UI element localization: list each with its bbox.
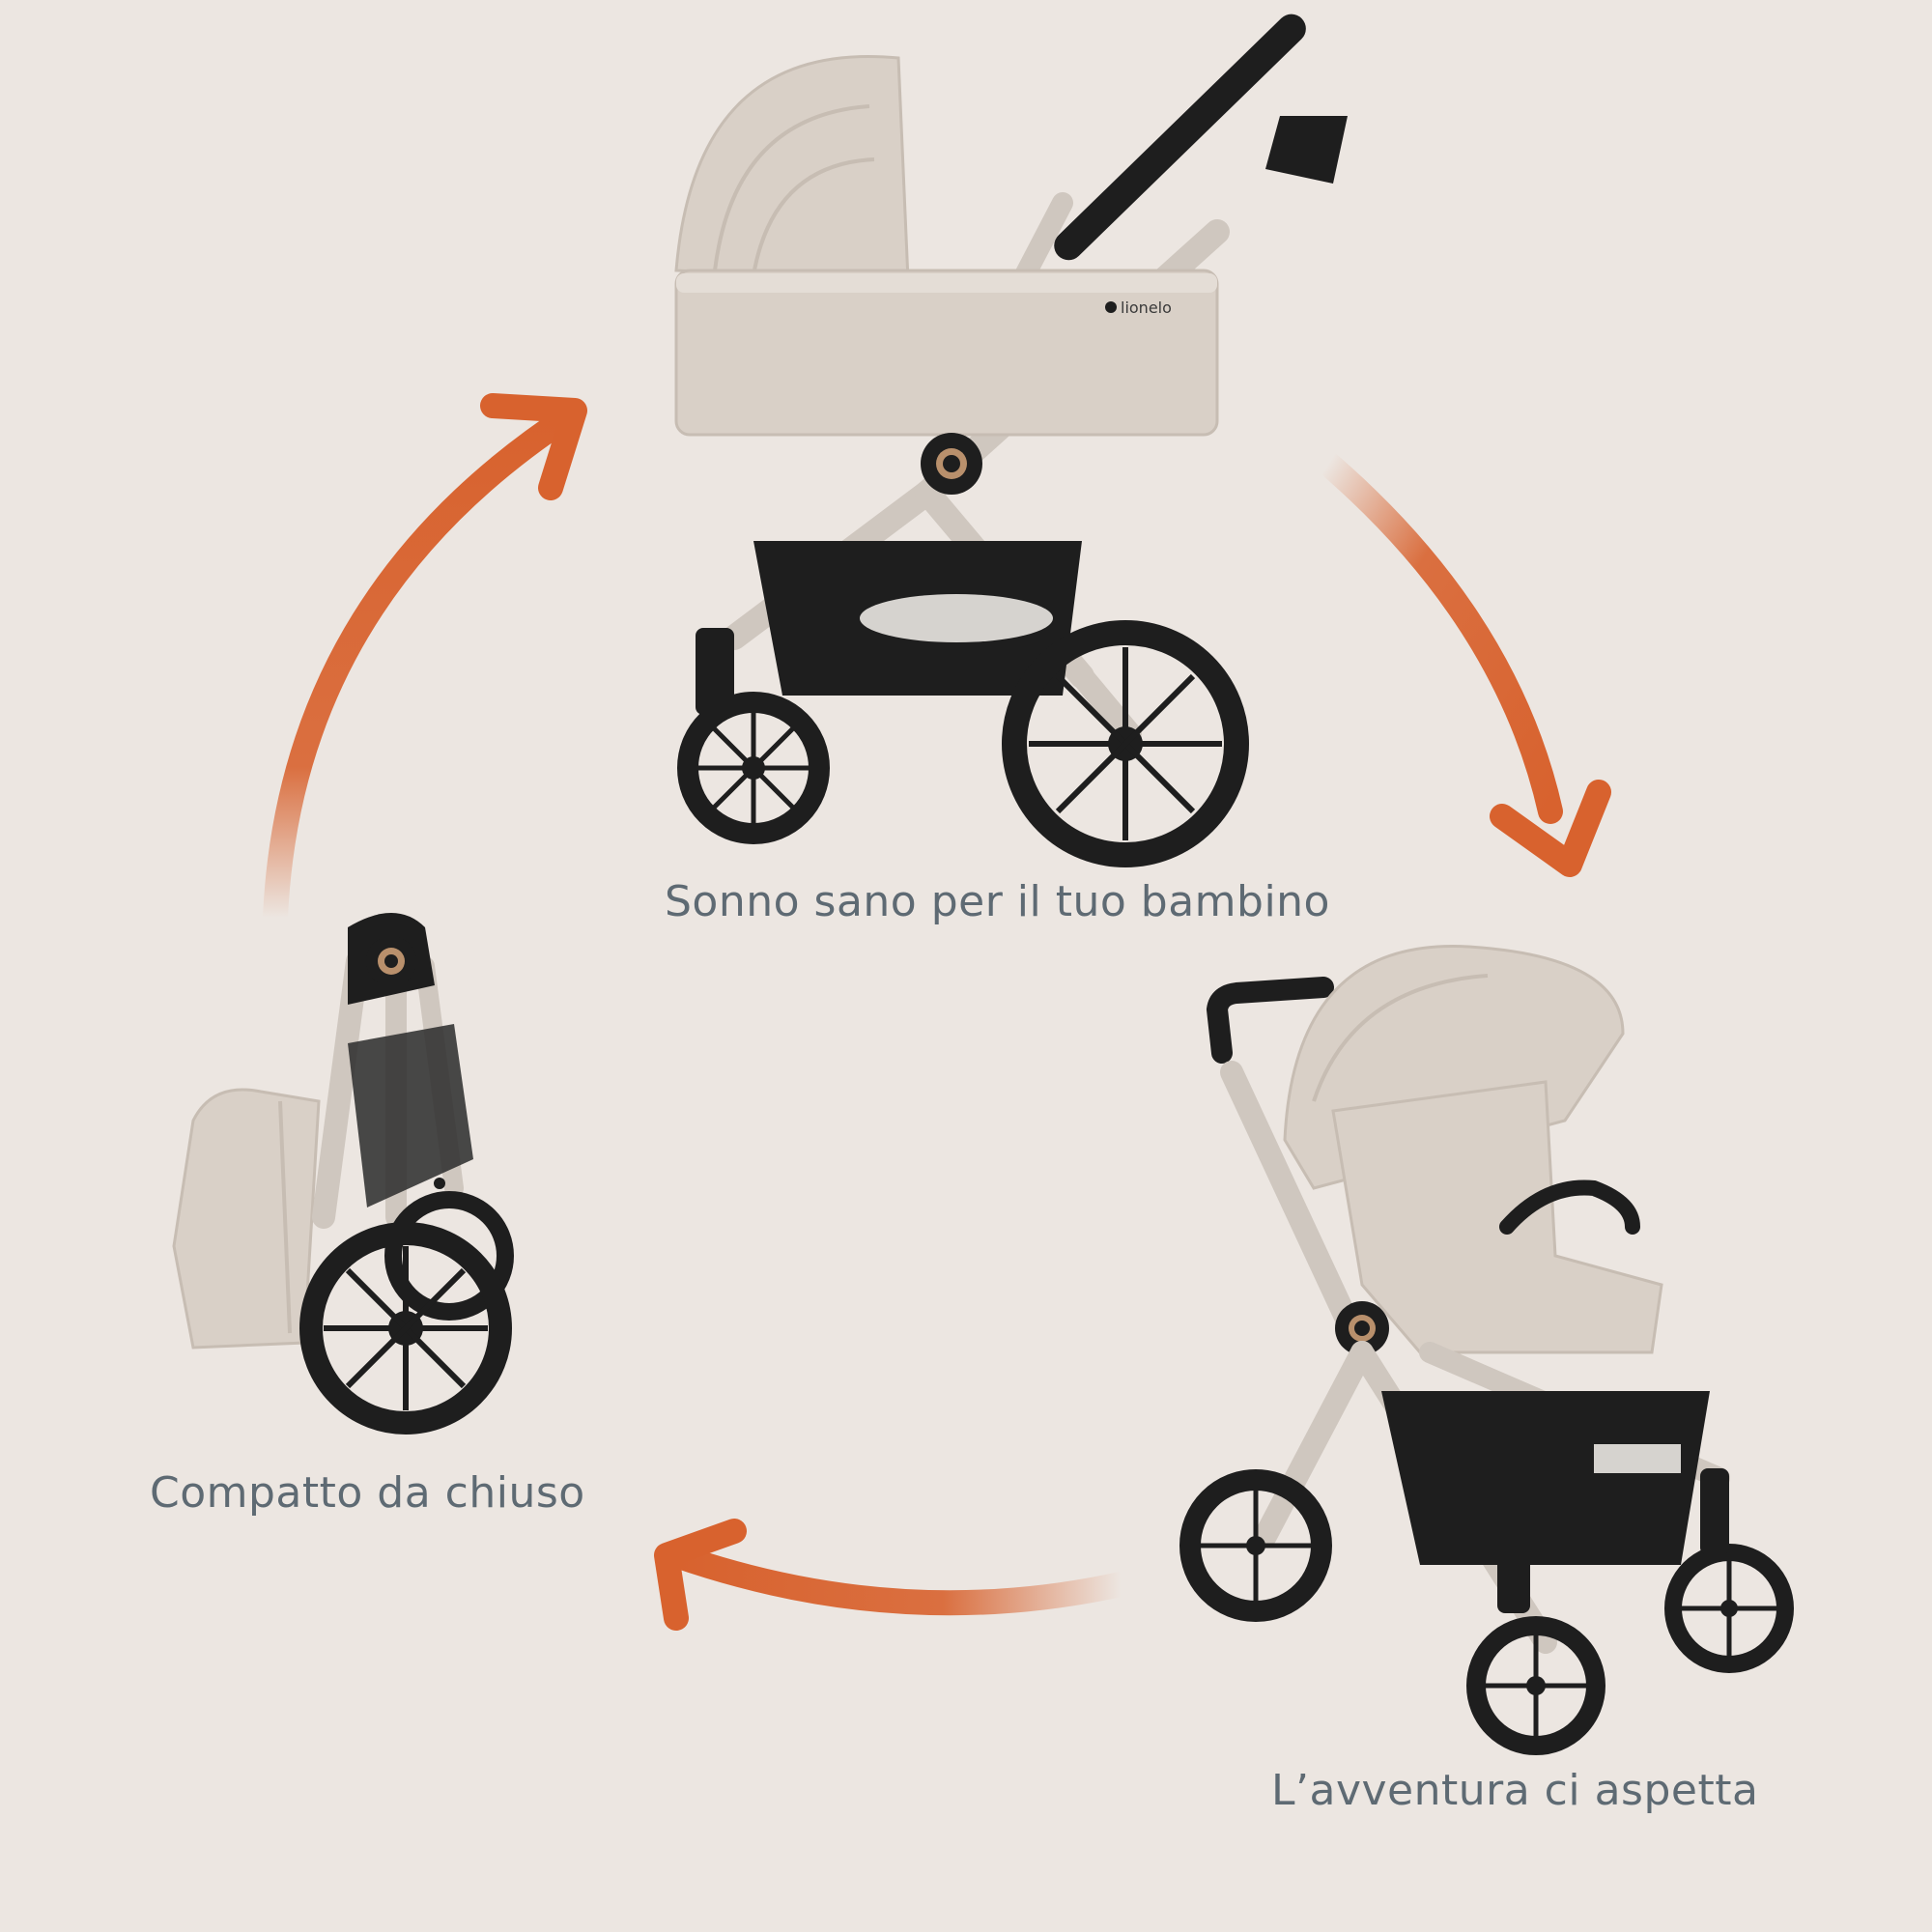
bassinet-stroller-image: lionelo: [674, 14, 1348, 867]
caption-stroller: L’avventura ci aspetta: [1271, 1766, 1759, 1815]
rear-wheel: [1002, 620, 1249, 867]
stroller-rear-wheel: [1179, 1469, 1332, 1622]
caption-folded: Compatto da chiuso: [150, 1468, 585, 1518]
arrow-to-folded: [654, 1519, 1133, 1631]
folded-stroller-image: [172, 913, 514, 1435]
seat-stroller-image: [1179, 945, 1794, 1755]
arrow-to-stroller: [1316, 451, 1611, 877]
caption-bassinet: Sonno sano per il tuo bambino: [665, 877, 1330, 926]
front-wheel: [677, 692, 830, 844]
arrow-to-bassinet: [263, 393, 587, 930]
stroller-front-wheel-right: [1664, 1544, 1794, 1673]
stroller-front-wheel-left: [1466, 1616, 1605, 1755]
folded-wheel-front: [299, 1222, 512, 1435]
brand-label: lionelo: [1121, 298, 1172, 317]
folded-wheel-back: [384, 1191, 514, 1321]
